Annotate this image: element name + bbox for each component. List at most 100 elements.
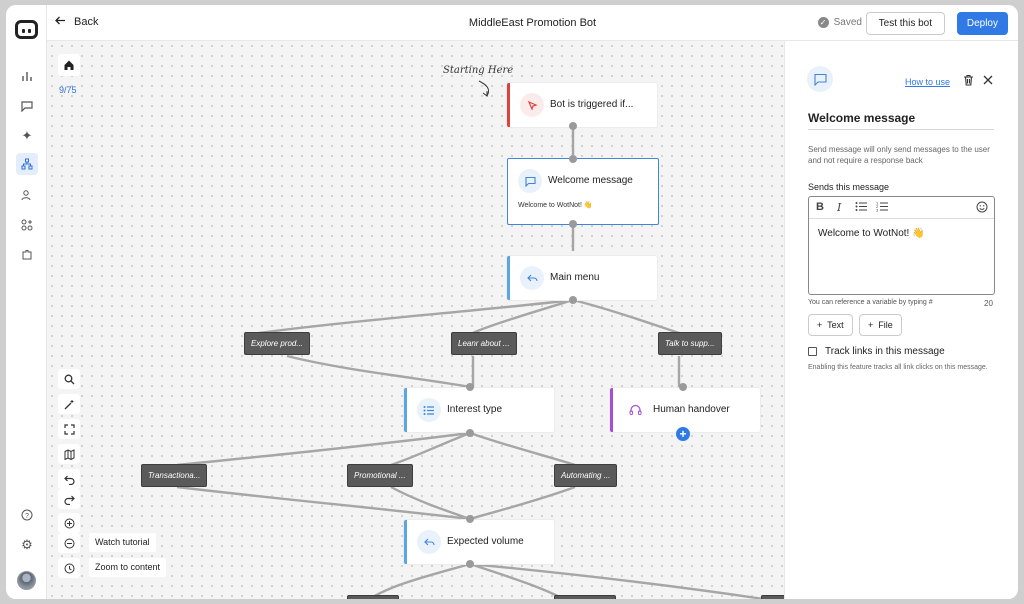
zoom-out-icon[interactable] [58, 533, 80, 553]
add-text-button[interactable]: + Text [808, 314, 853, 336]
option-pill[interactable] [347, 595, 399, 599]
bullet-list-icon[interactable] [855, 201, 868, 215]
variable-hint: You can reference a variable by typing # [808, 299, 933, 306]
flow-canvas[interactable]: Starting Here Bot is triggered if... Wel… [47, 41, 784, 599]
interest-type-node[interactable]: Interest type [404, 388, 554, 432]
app-window: ✦ ? ⚙ Back MiddleEast Promotion Bot ✓ [6, 5, 1018, 599]
top-bar: Back MiddleEast Promotion Bot ✓ Saved Te… [47, 5, 1018, 41]
interest-type-label: Interest type [447, 404, 503, 415]
node-settings-panel: How to use Welcome message Send message … [784, 41, 1018, 599]
how-to-use-link[interactable]: How to use [905, 77, 951, 87]
saved-label: Saved [833, 17, 862, 28]
svg-text:?: ? [25, 513, 29, 520]
panel-description: Send message will only send messages to … [808, 145, 990, 165]
add-file-button[interactable]: + File [859, 314, 902, 336]
bot-logo-icon[interactable] [15, 20, 38, 39]
trash-icon[interactable] [963, 74, 974, 89]
option-pill[interactable]: Talk to supp... [658, 332, 722, 355]
add-file-label: File [878, 320, 893, 330]
zoom-in-icon[interactable] [58, 513, 80, 533]
ai-sparkle-icon[interactable]: ✦ [21, 128, 33, 143]
main-menu-node[interactable]: Main menu [507, 256, 657, 300]
connector-dot[interactable] [569, 122, 577, 130]
trigger-node-label: Bot is triggered if... [550, 99, 634, 110]
list-icon [417, 398, 441, 422]
magic-wand-icon[interactable] [58, 394, 80, 414]
flow-builder-icon[interactable] [16, 153, 38, 175]
integrations-icon[interactable] [16, 214, 38, 236]
connector-dot[interactable] [569, 155, 577, 163]
main-menu-label: Main menu [550, 272, 600, 283]
welcome-node-preview: Welcome to WotNot! 👋 [518, 202, 593, 209]
option-pill[interactable] [554, 595, 616, 599]
node-counter: 9/75 [59, 85, 77, 95]
option-pill[interactable]: Transactiona... [141, 464, 208, 487]
trigger-node[interactable]: Bot is triggered if... [507, 83, 657, 127]
map-icon[interactable] [58, 444, 80, 464]
analytics-icon[interactable] [16, 65, 38, 87]
track-links-checkbox[interactable] [808, 347, 817, 356]
undo-icon[interactable] [58, 469, 80, 489]
plus-icon: + [868, 320, 874, 330]
plugin-icon[interactable] [16, 244, 38, 266]
svg-text:1: 1 [876, 201, 879, 206]
home-icon[interactable] [58, 54, 80, 76]
human-handover-label: Human handover [653, 404, 730, 415]
option-pill[interactable]: Promotional ... [347, 464, 413, 487]
connector-dot[interactable] [466, 560, 474, 568]
settings-gear-icon[interactable]: ⚙ [21, 537, 33, 552]
connector-dot[interactable] [466, 515, 474, 523]
char-count: 20 [984, 299, 993, 308]
deploy-button[interactable]: Deploy [956, 12, 1008, 35]
plus-icon: + [817, 320, 823, 330]
emoji-icon[interactable] [976, 201, 988, 216]
add-node-plus-icon[interactable]: + [676, 427, 690, 441]
connector-dot[interactable] [569, 220, 577, 228]
expected-volume-node[interactable]: Expected volume [404, 520, 554, 564]
users-icon[interactable] [16, 184, 38, 206]
sends-message-label: Sends this message [808, 182, 890, 192]
back-button[interactable]: Back [55, 16, 98, 28]
fit-screen-icon[interactable] [58, 419, 80, 439]
flow-edges [176, 80, 772, 599]
left-rail: ✦ ? ⚙ [6, 5, 47, 599]
message-text[interactable]: Welcome to WotNot! 👋 [818, 228, 925, 239]
headset-icon [623, 398, 647, 422]
welcome-node-label: Welcome message [548, 175, 633, 186]
connector-dot[interactable] [569, 296, 577, 304]
redo-icon[interactable] [58, 489, 80, 509]
clock-icon[interactable] [58, 558, 80, 578]
reply-icon [520, 266, 544, 290]
panel-heading: Welcome message [808, 111, 916, 125]
option-pill[interactable] [761, 595, 784, 599]
human-handover-node[interactable]: Human handover [610, 388, 760, 432]
arrow-left-icon [55, 16, 66, 28]
connector-dot[interactable] [679, 383, 687, 391]
help-icon[interactable]: ? [16, 504, 38, 526]
check-circle-icon: ✓ [817, 17, 829, 28]
chat-icon[interactable] [16, 95, 38, 117]
user-avatar[interactable] [17, 571, 36, 590]
reply-icon [417, 530, 441, 554]
bold-icon[interactable]: B [816, 201, 824, 213]
option-pill[interactable]: Explore prod... [244, 332, 311, 355]
starting-here-annotation: Starting Here [443, 65, 514, 76]
zoom-to-content-button[interactable]: Zoom to content [89, 558, 167, 577]
test-bot-button[interactable]: Test this bot [865, 12, 945, 35]
close-icon[interactable] [983, 73, 993, 88]
option-pill[interactable]: Automating ... [554, 464, 618, 487]
search-icon[interactable] [58, 369, 80, 389]
add-text-label: Text [827, 320, 844, 330]
connector-dot[interactable] [466, 429, 474, 437]
option-pill[interactable]: Leanr about ... [451, 332, 517, 355]
track-links-label[interactable]: Track links in this message [825, 346, 945, 357]
message-icon [807, 66, 833, 92]
connector-dot[interactable] [466, 383, 474, 391]
watch-tutorial-button[interactable]: Watch tutorial [89, 533, 156, 552]
welcome-message-node[interactable]: Welcome message Welcome to WotNot! 👋 [507, 158, 659, 225]
italic-icon[interactable]: I [837, 201, 842, 214]
saved-status: ✓ Saved [817, 17, 862, 28]
